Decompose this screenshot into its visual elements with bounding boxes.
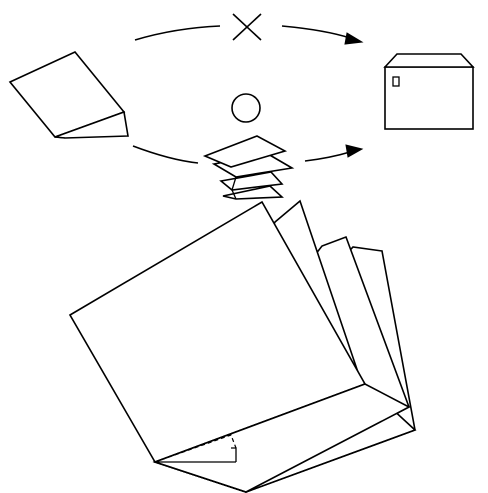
circle-mark-icon — [232, 94, 260, 122]
single-folded-sheet-icon — [10, 52, 128, 138]
envelope-icon — [385, 54, 473, 129]
cross-mark-icon — [233, 14, 261, 40]
stacked-folded-sheets-icon — [205, 136, 292, 199]
fanned-paper-stack-icon — [70, 201, 415, 492]
